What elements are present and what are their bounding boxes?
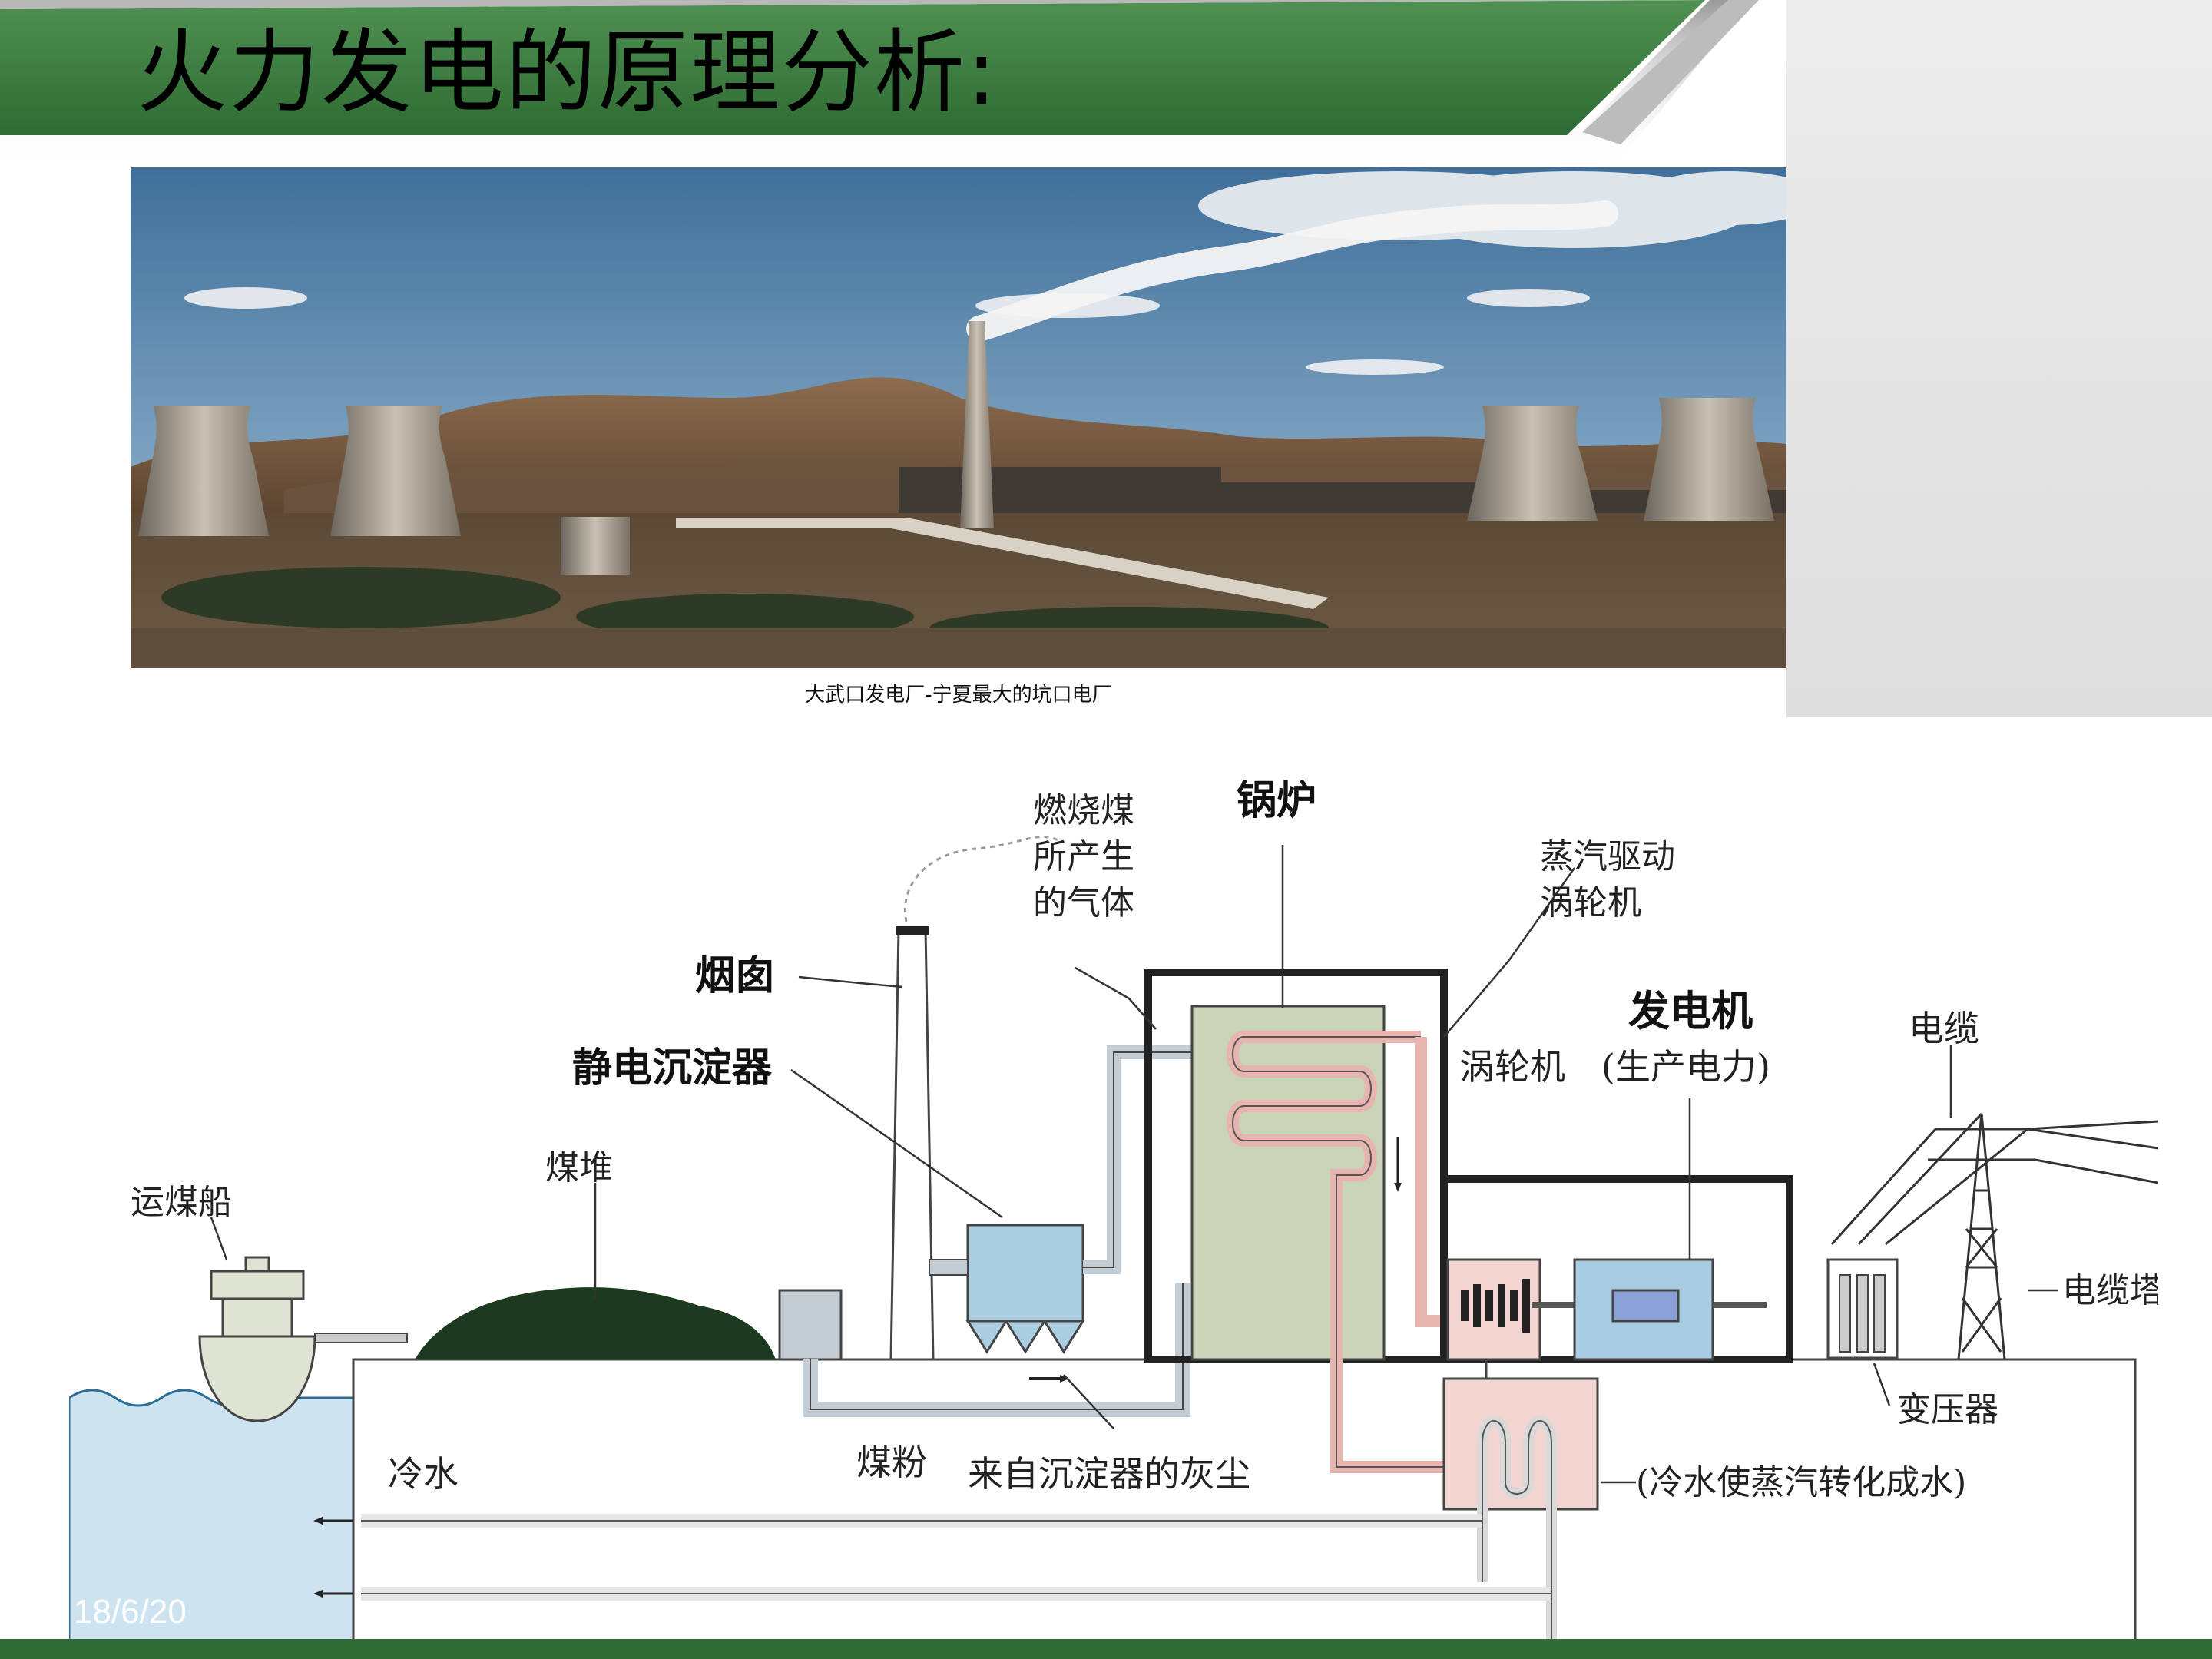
coal-pile <box>415 1287 776 1359</box>
label-cable-tower: 电缆塔 <box>2062 1271 2158 1310</box>
label-gas-2: 所产生 <box>1033 837 1134 876</box>
label-steam-2: 涡轮机 <box>1540 883 1641 922</box>
label-coal-powder: 煤粉 <box>856 1442 927 1483</box>
transformer <box>1826 1258 1899 1359</box>
label-gas-1: 燃烧煤 <box>1033 791 1134 830</box>
label-coal-pile: 煤堆 <box>545 1148 613 1187</box>
label-turbine: 涡轮机 <box>1459 1046 1565 1088</box>
slide-date: 18/6/20 <box>74 1593 187 1631</box>
label-boiler: 锅炉 <box>1237 778 1316 824</box>
cable-tower <box>1830 1112 2158 1360</box>
slide-background-panel <box>1786 0 2212 717</box>
plant-ground <box>352 1358 2137 1650</box>
coal-hopper <box>778 1289 843 1361</box>
label-condenser: (冷水使蒸汽转化成水) <box>1636 1463 1966 1502</box>
label-cold-water: 冷水 <box>388 1453 459 1495</box>
photo-caption: 大武口发电厂-宁夏最大的坑口电厂 <box>805 684 1112 707</box>
electrostatic-precipitator <box>929 1045 1198 1354</box>
label-steam-1: 蒸汽驱动 <box>1540 837 1675 876</box>
title-banner <box>0 0 1759 169</box>
footer-bar <box>0 1639 2212 1659</box>
label-precipitator: 静电沉淀器 <box>572 1045 773 1091</box>
label-cable: 电缆 <box>1909 1008 1979 1049</box>
label-generator-sub: (生产电力) <box>1601 1046 1770 1088</box>
label-generator: 发电机 <box>1628 987 1753 1035</box>
slide-title: 火力发电的原理分析: <box>137 19 998 125</box>
label-gas-3: 的气体 <box>1033 883 1134 922</box>
photo-caption-area: 大武口发电厂-宁夏最大的坑口电厂 <box>131 668 1786 717</box>
chimney <box>889 836 1061 1361</box>
label-ash: 来自沉淀器的灰尘 <box>968 1453 1250 1495</box>
label-chimney: 烟囱 <box>695 953 775 999</box>
boiler <box>1190 1005 1386 1361</box>
leader-lines <box>210 845 2058 1484</box>
condenser <box>1442 1377 1599 1511</box>
label-ship: 运煤船 <box>131 1183 232 1222</box>
power-generation-diagram: 锅炉 燃烧煤 所产生 的气体 蒸汽驱动 涡轮机 烟囱 静电沉淀器 发电机 (生产… <box>69 778 2158 1650</box>
label-transformer: 变压器 <box>1897 1390 1998 1429</box>
power-plant-photo <box>131 167 1786 668</box>
turbine-blades <box>1461 1279 1530 1333</box>
coal-ship <box>198 1256 408 1422</box>
